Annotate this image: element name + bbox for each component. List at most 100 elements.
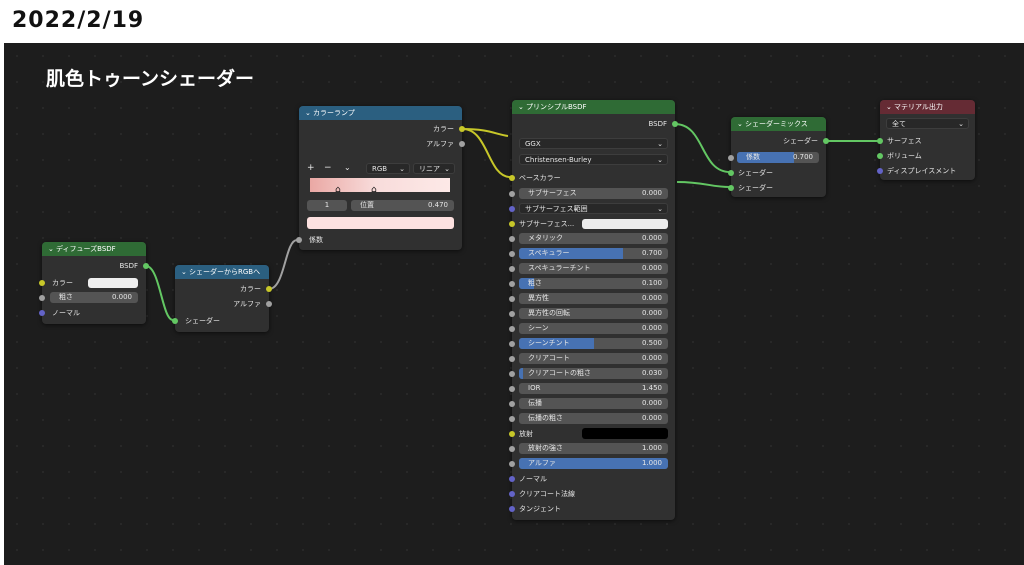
diffuse-normal-socket[interactable]	[39, 310, 45, 316]
ramp-menu-button[interactable]: ⌄	[344, 163, 351, 172]
color-ramp-header[interactable]: ⌄カラーランプ	[299, 106, 462, 120]
principled-field-socket[interactable]	[509, 266, 515, 272]
shader-to-rgb-alpha-socket[interactable]	[266, 301, 272, 307]
principled-bsdf-node[interactable]: ⌄プリンシプルBSDF BSDF GGX⌄ Christensen-Burley…	[509, 100, 678, 520]
tangent-socket[interactable]	[509, 506, 515, 512]
output-displacement-label: ディスプレイスメント	[887, 167, 957, 175]
diffuse-color-socket[interactable]	[39, 280, 45, 286]
mix-header[interactable]: ⌄シェーダーミックス	[731, 117, 826, 131]
subsurface-color-swatch[interactable]	[582, 219, 668, 229]
subsurface-color-socket[interactable]	[509, 221, 515, 227]
emission-color-swatch[interactable]	[582, 428, 668, 439]
material-output-node[interactable]: ⌄マテリアル出力 全て⌄ サーフェス ボリューム ディスプレイスメント	[877, 100, 975, 180]
metallic-socket[interactable]	[509, 236, 515, 242]
subsurface-socket[interactable]	[509, 191, 515, 197]
principled-field-socket[interactable]	[509, 296, 515, 302]
principled-field-socket[interactable]	[509, 341, 515, 347]
principled-field-socket[interactable]	[509, 281, 515, 287]
diffuse-roughness-field[interactable]: 粗さ 0.000	[50, 292, 138, 303]
diffuse-bsdf-node[interactable]: ⌄ディフューズBSDF BSDF カラー 粗さ 0.000 ノーマル	[39, 242, 149, 324]
ramp-add-button[interactable]: +	[307, 163, 315, 173]
shader-to-rgb-header[interactable]: ⌄シェーダーからRGBへ	[175, 265, 269, 279]
diffuse-roughness-socket[interactable]	[39, 295, 45, 301]
ramp-stop-color-swatch[interactable]	[307, 217, 454, 229]
principled-field-socket[interactable]	[509, 371, 515, 377]
mix-fac-socket[interactable]	[728, 155, 734, 161]
ramp-stop-0-icon[interactable]: ⌂	[335, 185, 341, 195]
mix-out-socket[interactable]	[823, 138, 829, 144]
chevron-down-icon: ⌄	[444, 165, 450, 173]
principled-field-socket[interactable]	[509, 401, 515, 407]
distribution-dropdown[interactable]: GGX⌄	[519, 138, 668, 149]
ramp-gradient[interactable]	[310, 178, 450, 192]
diffuse-header[interactable]: ⌄ディフューズBSDF	[42, 242, 146, 256]
principled-field-socket[interactable]	[509, 386, 515, 392]
emission-socket[interactable]	[509, 431, 515, 437]
clearcoat-normal-socket[interactable]	[509, 491, 515, 497]
principled-field-socket[interactable]	[509, 356, 515, 362]
field-fill	[519, 338, 594, 349]
field-label: シーン	[528, 324, 549, 332]
ramp-stop-1-icon[interactable]: ⌂	[371, 185, 377, 195]
color-ramp-fac-socket[interactable]	[296, 237, 302, 243]
subsurface-range-dropdown[interactable]: サブサーフェス範囲⌄	[519, 203, 668, 214]
field-value: 0.000	[641, 399, 662, 407]
subsurface-range-socket[interactable]	[509, 206, 515, 212]
normal-socket[interactable]	[509, 476, 515, 482]
principled-header[interactable]: ⌄プリンシプルBSDF	[512, 100, 675, 114]
ramp-interp-dropdown[interactable]: リニア⌄	[413, 163, 455, 174]
subsurface-method-dropdown[interactable]: Christensen-Burley⌄	[519, 154, 668, 165]
principled-field-socket[interactable]	[509, 326, 515, 332]
field-value: 0.000	[641, 354, 662, 362]
shader-to-rgb-shader-socket[interactable]	[172, 318, 178, 324]
principled-bsdf-socket[interactable]	[672, 121, 678, 127]
ramp-remove-button[interactable]: −	[324, 163, 332, 173]
output-target-dropdown[interactable]: 全て⌄	[886, 118, 969, 129]
shader-to-rgb-out-alpha: アルファ	[233, 300, 261, 308]
shader-to-rgb-node[interactable]: ⌄シェーダーからRGBへ カラー アルファ シェーダー	[172, 265, 272, 332]
mix-in2-socket[interactable]	[728, 185, 734, 191]
principled-field-socket[interactable]	[509, 311, 515, 317]
tangent-label: タンジェント	[519, 505, 561, 513]
mix-in1-socket[interactable]	[728, 170, 734, 176]
ramp-color-mode-dropdown[interactable]: RGB⌄	[366, 163, 410, 174]
output-displacement-socket[interactable]	[877, 168, 883, 174]
emission-strength-socket[interactable]	[509, 446, 515, 452]
diffuse-bsdf-socket[interactable]	[143, 263, 149, 269]
field-label: 異方性の回転	[528, 309, 570, 317]
diffuse-color-swatch[interactable]	[88, 278, 138, 288]
ramp-position-field[interactable]: 位置 0.470	[351, 200, 454, 211]
color-ramp-color-socket[interactable]	[459, 126, 465, 132]
field-label: スペキュラーチント	[528, 264, 591, 272]
date-label: 2022/2/19	[12, 8, 145, 33]
output-surface-socket[interactable]	[877, 138, 883, 144]
alpha-socket[interactable]	[509, 461, 515, 467]
base-color-socket[interactable]	[509, 175, 515, 181]
principled-field-socket[interactable]	[509, 416, 515, 422]
color-ramp-node[interactable]: ⌄カラーランプ カラー アルファ + − ⌄ RGB⌄ リニア⌄ ⌂ ⌂ 1 位…	[296, 106, 465, 250]
shader-to-rgb-color-socket[interactable]	[266, 286, 272, 292]
ramp-stop-index-field[interactable]: 1	[307, 200, 347, 211]
color-ramp-alpha-socket[interactable]	[459, 141, 465, 147]
output-header[interactable]: ⌄マテリアル出力	[880, 100, 975, 114]
output-volume-socket[interactable]	[877, 153, 883, 159]
principled-field-socket[interactable]	[509, 251, 515, 257]
